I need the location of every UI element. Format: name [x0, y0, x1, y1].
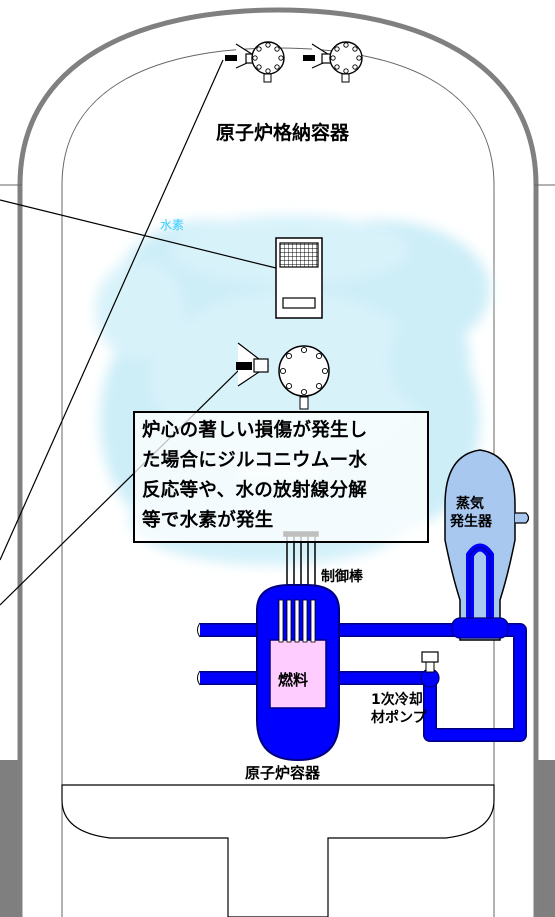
hydrogen-generation-note: 炉心の著しい損傷が発生し た場合にジルコニウムー水 反応等や、水の放射線分解 等…	[133, 411, 429, 543]
steam-generator-base	[451, 617, 509, 639]
leader-lines	[0, 59, 277, 606]
primary-coolant-pump	[420, 651, 440, 688]
note-line-3: 反応等や、水の放射線分解	[142, 480, 368, 501]
reactor-vessel	[256, 584, 340, 762]
coolant-piping	[197, 622, 527, 742]
steam-generator-label-line2: 発生器	[450, 514, 492, 530]
igniter-middle	[236, 342, 330, 410]
control-rod-label: 制御棒	[321, 569, 363, 585]
note-line-1: 炉心の著しい損傷が発生し	[142, 420, 368, 441]
steam-generator-label-line1: 蒸気	[456, 496, 484, 512]
igniter-top-right	[303, 41, 363, 83]
primary-pump-label-line1: 1次冷却	[371, 692, 423, 708]
primary-pump-label-line2: 材ポンプ	[371, 710, 427, 726]
hydrogen-label: 水素	[160, 218, 185, 232]
note-line-2: た場合にジルコニウムー水	[142, 450, 368, 471]
igniter-top-left	[225, 41, 285, 83]
note-line-4: 等で水素が発生	[142, 510, 274, 531]
fuel-label: 燃料	[278, 671, 309, 689]
reactor-vessel-label: 原子炉容器	[245, 764, 321, 782]
steam-generator	[444, 449, 530, 641]
recombiner-device	[275, 237, 323, 319]
containment-vessel-label: 原子炉格納容器	[216, 122, 350, 144]
